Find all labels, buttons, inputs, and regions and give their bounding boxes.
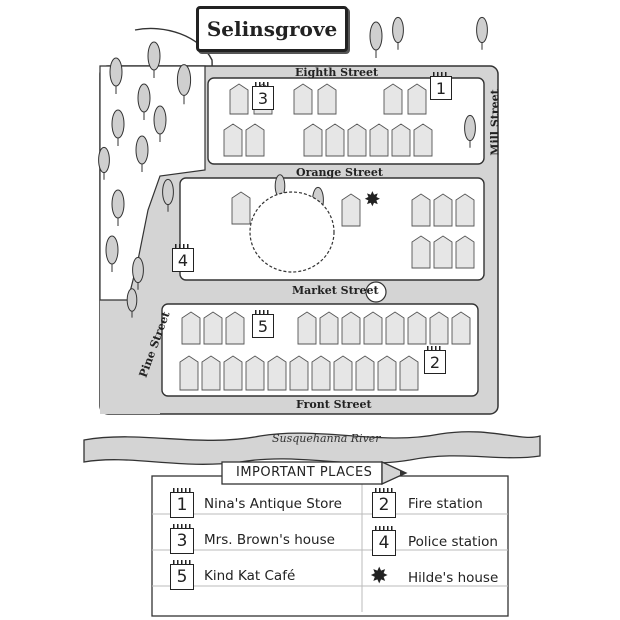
- house: [433, 193, 453, 227]
- house: [407, 311, 427, 345]
- legend-rules: [152, 513, 508, 587]
- house: [333, 355, 353, 391]
- tree-icon: [111, 189, 125, 226]
- tree-icon: [153, 105, 167, 142]
- house: [245, 355, 265, 391]
- street-label-market: Market Street: [292, 284, 379, 297]
- tree-icon: [176, 64, 192, 105]
- tree-icon: [132, 256, 144, 290]
- house: [203, 311, 223, 345]
- house: [429, 311, 449, 345]
- street-label-eighth: Eighth Street: [295, 66, 379, 79]
- greenspace-west: [99, 65, 206, 301]
- tree-icon: [126, 288, 138, 318]
- legend-title: IMPORTANT PLACES: [236, 465, 373, 480]
- house: [455, 235, 475, 269]
- house: [325, 123, 345, 157]
- legend-label-police-station: Police station: [408, 534, 498, 550]
- house: [319, 311, 339, 345]
- tree-icon: [369, 21, 383, 58]
- house: [383, 83, 403, 115]
- house: [369, 123, 389, 157]
- house: [399, 355, 419, 391]
- house: [363, 311, 383, 345]
- tree-icon: [98, 146, 110, 180]
- house: [297, 311, 317, 345]
- legend-notepad: [151, 475, 509, 617]
- house: [433, 235, 453, 269]
- house: [245, 123, 265, 157]
- legend-label-kind-kat-cafe: Kind Kat Café: [204, 568, 296, 584]
- tree-icon: [147, 41, 161, 78]
- tree-icon: [464, 114, 476, 148]
- legend-marker-3: 3: [170, 524, 194, 554]
- legend-marker-2: 2: [372, 488, 396, 518]
- map-marker-3: 3: [252, 82, 274, 110]
- tree-icon: [135, 135, 149, 172]
- legend-label-hildes-house: Hilde's house: [408, 570, 499, 586]
- legend-marker-5: 5: [170, 560, 194, 590]
- tree-icon: [137, 83, 151, 120]
- house: [293, 83, 313, 115]
- house: [451, 311, 471, 345]
- legend-marker-1: 1: [170, 488, 194, 518]
- house: [231, 191, 251, 225]
- legend-label-antique-store: Nina's Antique Store: [204, 496, 342, 512]
- fountain: [365, 281, 387, 303]
- tree-icon: [392, 16, 404, 50]
- hildes-house-star: ✸: [364, 187, 381, 211]
- house: [341, 193, 361, 227]
- legend-label-fire-station: Fire station: [408, 496, 483, 512]
- tree-icon: [105, 235, 119, 272]
- house: [455, 193, 475, 227]
- pencil-icon: [221, 460, 408, 486]
- house: [179, 355, 199, 391]
- house: [355, 355, 375, 391]
- tree-icon: [476, 16, 488, 50]
- house: [289, 355, 309, 391]
- street-label-front: Front Street: [296, 398, 372, 411]
- map-marker-1: 1: [430, 72, 452, 100]
- house: [413, 123, 433, 157]
- river-label: Susquehanna River: [272, 432, 381, 445]
- house: [181, 311, 201, 345]
- house: [347, 123, 367, 157]
- house: [223, 123, 243, 157]
- house: [229, 83, 249, 115]
- legend-marker-4: 4: [372, 526, 396, 556]
- park: [249, 191, 335, 273]
- house: [407, 83, 427, 115]
- street-label-orange: Orange Street: [296, 166, 383, 179]
- tree-icon: [111, 109, 125, 146]
- house: [311, 355, 331, 391]
- map-marker-2: 2: [424, 346, 446, 374]
- house: [411, 193, 431, 227]
- street-label-mill: Mill Street: [488, 89, 502, 156]
- legend-label-mrs-browns-house: Mrs. Brown's house: [204, 532, 335, 548]
- house: [303, 123, 323, 157]
- map-marker-4: 4: [172, 244, 194, 272]
- house: [341, 311, 361, 345]
- tree-icon: [162, 178, 174, 212]
- map-marker-5: 5: [252, 310, 274, 338]
- house: [201, 355, 221, 391]
- house: [391, 123, 411, 157]
- legend-star-icon: ✸: [370, 564, 389, 589]
- house: [223, 355, 243, 391]
- house: [411, 235, 431, 269]
- pine-street-road: [100, 300, 160, 414]
- tree-icon: [109, 57, 123, 94]
- house: [377, 355, 397, 391]
- houses-layer: [179, 83, 475, 391]
- house: [225, 311, 245, 345]
- house: [385, 311, 405, 345]
- house: [267, 355, 287, 391]
- house: [317, 83, 337, 115]
- map-title: Selinsgrove: [196, 6, 348, 52]
